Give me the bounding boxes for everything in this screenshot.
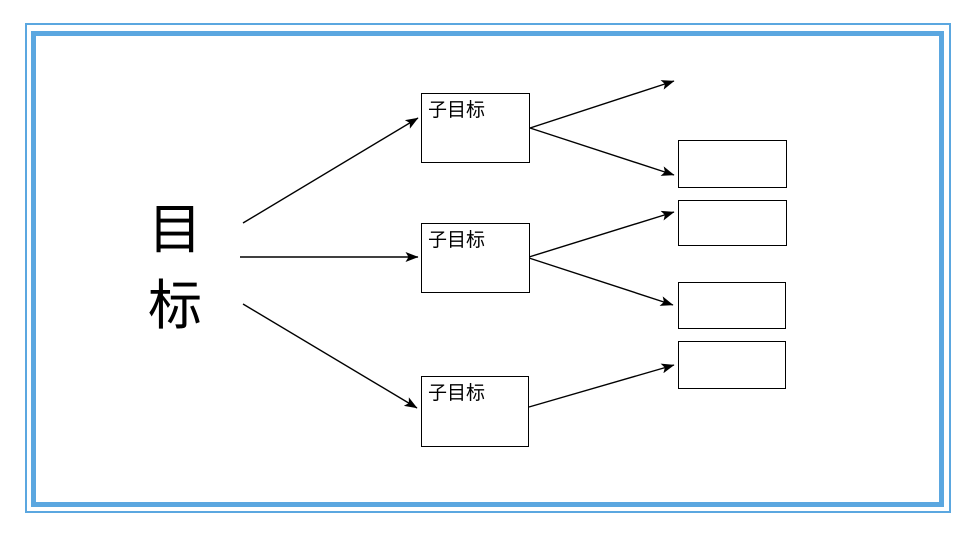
leaf-box-3 (678, 282, 786, 329)
subgoal-box-3: 子目标 (421, 376, 529, 447)
leaf-box-4 (678, 341, 786, 389)
subgoal-box-1: 子目标 (421, 93, 530, 163)
leaf-4-label (679, 342, 785, 345)
leaf-box-1 (678, 140, 787, 188)
subgoal-3-label: 子目标 (428, 382, 486, 404)
leaf-1-label (679, 141, 786, 144)
arrow-subgoal-1-to-leaf-1 (529, 127, 675, 176)
arrow-goal-to-subgoal-1 (242, 117, 419, 224)
leaf-2-label (679, 201, 786, 204)
arrow-subgoal-2-to-leaf-2 (528, 210, 675, 258)
goal-node-label: 目标 (148, 198, 202, 337)
arrow-subgoal-1-open-end (529, 80, 675, 129)
arrow-subgoal-2-to-leaf-3 (528, 257, 674, 306)
leaf-box-2 (678, 200, 787, 246)
arrow-subgoal-3-to-leaf-4 (528, 363, 675, 408)
subgoal-2-label: 子目标 (428, 229, 486, 251)
arrow-goal-to-subgoal-3 (242, 303, 418, 409)
subgoal-1-label: 子目标 (428, 99, 486, 121)
leaf-3-label (679, 283, 785, 286)
subgoal-box-2: 子目标 (421, 223, 530, 293)
